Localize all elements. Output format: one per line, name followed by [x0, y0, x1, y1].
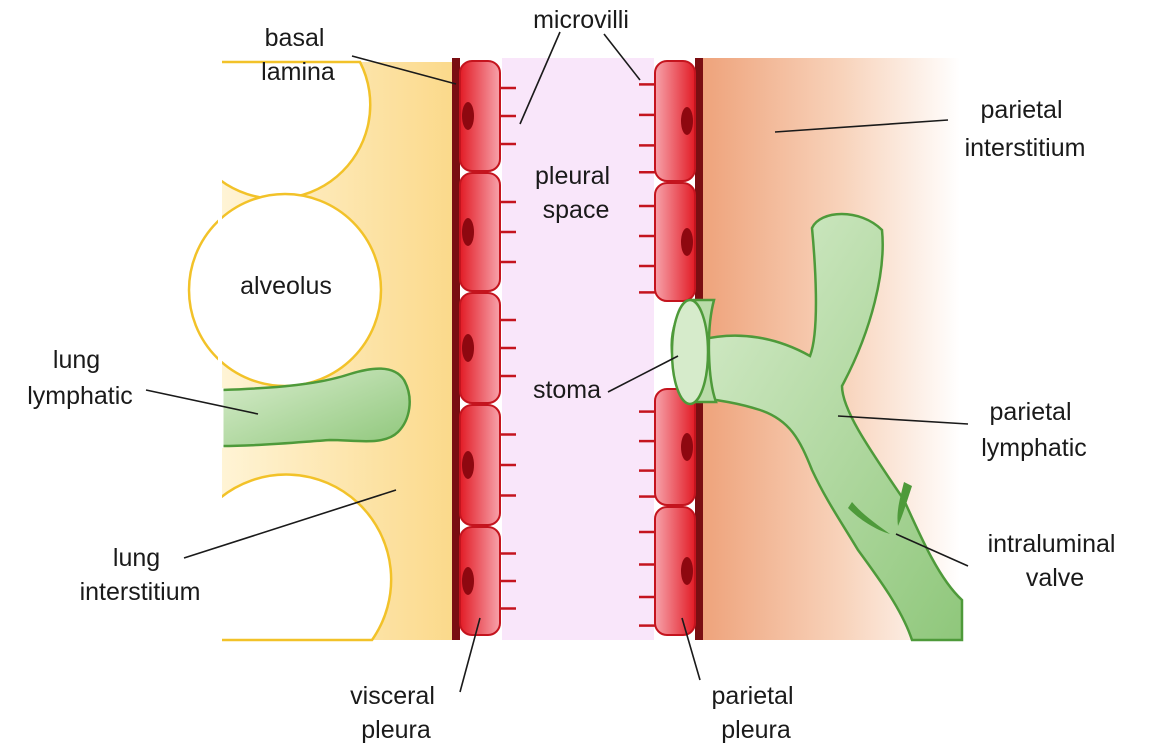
nucleus [462, 102, 474, 130]
nucleus [462, 218, 474, 246]
label-basal-lamina: basal lamina [261, 24, 335, 86]
label-parietal-lymphatic: parietal lymphatic [981, 398, 1087, 462]
label-parietal-interstitium: parietal interstitium [965, 96, 1086, 162]
nucleus [462, 334, 474, 362]
visceral-basal-lamina [452, 58, 460, 640]
nucleus [462, 451, 474, 479]
label-lung-interstitium: lung interstitium [80, 544, 201, 606]
label-lung-lymphatic: lung lymphatic [27, 346, 133, 410]
pleural-space-region [502, 58, 654, 640]
nucleus [462, 567, 474, 595]
label-stoma: stoma [533, 376, 601, 404]
label-parietal-pleura: parietal pleura [712, 682, 801, 744]
nucleus [681, 228, 693, 256]
label-intraluminal-valve: intraluminal valve [988, 530, 1123, 592]
nucleus [681, 557, 693, 585]
stoma-funnel [672, 300, 716, 404]
label-visceral-pleura: visceral pleura [350, 682, 442, 744]
label-alveolus: alveolus [240, 272, 332, 300]
label-microvilli: microvilli [533, 6, 629, 34]
nucleus [681, 107, 693, 135]
nucleus [681, 433, 693, 461]
